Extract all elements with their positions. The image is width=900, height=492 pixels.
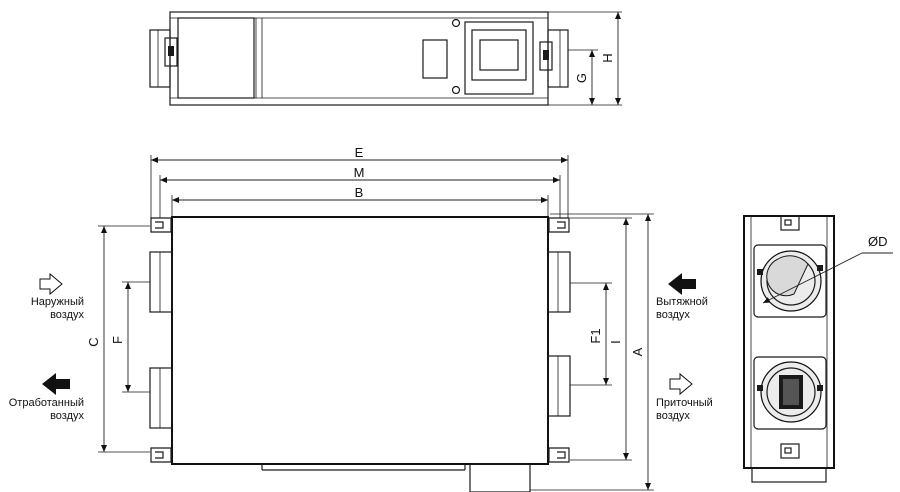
top-view-left-spigot: [149, 29, 171, 88]
top-view-right-spigot: [547, 29, 569, 88]
dim-c-label: C: [86, 337, 101, 346]
left-spigot-upper: [149, 251, 173, 313]
side-upper-flange: [753, 244, 827, 318]
supply-air-label-2: воздух: [656, 410, 690, 422]
dim-m-label: M: [354, 165, 365, 180]
exhaust-air-label-1: Отработанный: [9, 397, 84, 409]
top-view: G H: [149, 11, 622, 106]
outdoor-air-label-2: воздух: [50, 309, 84, 321]
left-spigot-lower: [149, 367, 173, 429]
dim-g-label: G: [574, 73, 589, 83]
dim-a-label: A: [630, 347, 645, 356]
side-lower-flange: [753, 356, 827, 430]
front-view-body: [171, 216, 549, 465]
side-view: ØD: [743, 215, 893, 483]
extract-air-label-2: воздух: [656, 309, 690, 321]
right-spigot-lower: [547, 355, 571, 417]
dim-f-label: F: [110, 336, 125, 344]
outdoor-air-label-1: Наружный: [31, 296, 84, 308]
right-spigot-upper: [547, 251, 571, 313]
bracket-bottom-right: [548, 447, 570, 463]
extract-air-arrow-icon: [668, 273, 696, 295]
dim-h-label: H: [600, 53, 615, 62]
bracket-top-left: [150, 217, 172, 233]
supply-air-label-1: Приточный: [656, 397, 713, 409]
top-view-body: [169, 11, 549, 106]
side-view-base: [751, 467, 827, 483]
bracket-bottom-left: [150, 447, 172, 463]
dim-f1-label: F1: [588, 328, 603, 343]
top-view-left-panel: [177, 17, 255, 99]
exhaust-air-label-2: воздух: [50, 410, 84, 422]
drain-outlet: [469, 463, 531, 492]
inspection-window: [479, 39, 519, 71]
outdoor-air-arrow-icon: [39, 272, 63, 296]
dim-i-label: I: [608, 340, 623, 344]
dim-d-label: ØD: [868, 234, 888, 249]
controller-box: [422, 39, 448, 79]
front-view: E M B C F F1: [9, 145, 713, 492]
exhaust-air-arrow-icon: [42, 373, 70, 395]
bracket-top-right: [548, 217, 570, 233]
top-view-right-panel: [464, 21, 534, 95]
extract-air-label-1: Вытяжной: [656, 296, 708, 308]
dim-e-label: E: [355, 145, 364, 160]
supply-air-arrow-icon: [669, 372, 693, 396]
dim-b-label: B: [355, 185, 364, 200]
